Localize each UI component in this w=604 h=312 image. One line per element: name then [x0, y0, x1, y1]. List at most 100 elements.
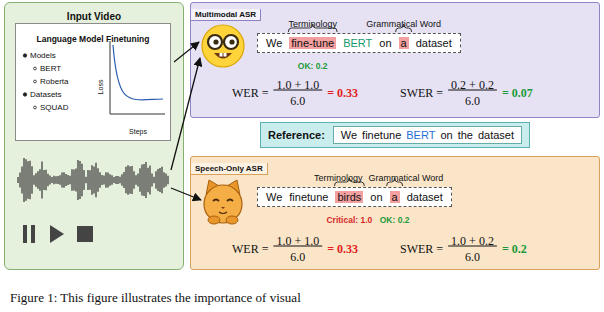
waveform-bar — [115, 176, 116, 184]
waveform-bar — [25, 159, 26, 201]
waveform-bar — [27, 161, 28, 198]
emoji-ear — [227, 180, 240, 195]
pause-icon — [31, 225, 35, 243]
sentence-word: on — [379, 37, 391, 49]
waveform-bar — [57, 176, 58, 184]
formula-part: = 0.33 — [327, 86, 358, 100]
bullet-dot — [34, 80, 37, 83]
fraction-bar — [448, 246, 497, 247]
waveform-bar — [145, 162, 146, 198]
waveform-bar — [79, 161, 80, 199]
sentence-box: Wefine-tuneBERTonadataset — [257, 33, 461, 53]
formula-part: 1.0 + 1.0 — [276, 78, 319, 92]
brace — [334, 178, 364, 186]
sentence-word: dataset — [478, 129, 514, 141]
text-slot: Models — [30, 44, 56, 62]
emoji-eye — [213, 39, 218, 44]
waveform-bar — [151, 173, 152, 186]
input-panel: Input VideoLanguage Model FinetuningMode… — [4, 2, 184, 270]
waveform-bar — [121, 174, 122, 186]
waveform-bar — [73, 169, 74, 190]
brace — [396, 24, 412, 32]
waveform-bar — [127, 165, 128, 195]
waveform-bar — [149, 165, 150, 194]
waveform-bar — [19, 173, 20, 188]
sentence-word: a — [390, 191, 400, 203]
label-slot: 6.0 — [465, 91, 480, 109]
waveform-bar — [91, 165, 92, 195]
waveform-bar — [157, 169, 158, 191]
emoji-glasses — [222, 41, 224, 43]
waveform-bar — [77, 160, 78, 200]
emoji-face — [204, 185, 242, 223]
label-slot: 6.0 — [290, 91, 305, 109]
waveform-bar — [75, 168, 76, 191]
waveform-bar — [141, 164, 142, 195]
label-slot: Grammatical Word — [368, 167, 443, 185]
sentence-word: We — [266, 37, 282, 49]
label-slot: 6.0 — [465, 247, 480, 265]
waveform-bar — [111, 175, 112, 184]
formula-part: 6.0 — [465, 94, 480, 108]
bullet-item: Models — [30, 51, 56, 60]
emoji-paw — [226, 216, 238, 224]
waveform-bar — [159, 168, 160, 192]
waveform-bar — [67, 175, 68, 185]
sentence-word: We — [266, 191, 282, 203]
formula-part: = 0.2 — [502, 242, 527, 256]
waveform-bar — [153, 177, 154, 184]
waveform-bar — [103, 176, 104, 185]
plot-axis — [110, 41, 111, 114]
annotation-label: Terminology — [314, 173, 363, 183]
panel-title: Multimodal ASR — [191, 9, 261, 21]
label-slot: SWER = — [400, 239, 443, 257]
waveform-bar — [53, 176, 54, 184]
emoji-face — [202, 25, 244, 67]
formula-part: WER = — [232, 86, 268, 100]
text-slot: Steps — [138, 123, 156, 141]
slide-title: Language Model Finetuning — [37, 34, 150, 44]
sentence-word: on — [440, 129, 452, 141]
label-slot: 1.0 + 1.0 — [276, 75, 319, 93]
formula-part: 6.0 — [465, 250, 480, 264]
formula-part: 1.0 + 0.2 — [451, 234, 494, 248]
text-slot: Input Video — [5, 6, 183, 24]
waveform-bar — [125, 167, 126, 194]
loss-curve — [113, 45, 163, 100]
waveform-bar — [63, 172, 64, 188]
emoji-eye — [227, 200, 233, 202]
emoji-tooth — [220, 53, 223, 57]
emoji-nose — [221, 207, 225, 209]
formula-part: = 0.07 — [502, 86, 533, 100]
pause-icon — [23, 225, 27, 243]
slide-box: Language Model FinetuningModelsBERTRober… — [15, 23, 171, 141]
score-label: Critical: 1.0 — [326, 215, 372, 225]
waveform-bar — [95, 163, 96, 198]
fraction-bar — [448, 90, 497, 91]
waveform-bar — [89, 170, 90, 190]
text-slot: Speech-Only ASR — [191, 157, 268, 175]
panel-title: Speech-Only ASR — [191, 163, 268, 175]
emoji-eye — [229, 39, 234, 44]
label-slot: OK: 0.2 — [380, 209, 410, 227]
axis-label: Loss — [97, 80, 104, 95]
label-slot: WER = — [232, 83, 268, 101]
score-label: OK: 0.2 — [380, 215, 410, 225]
reference-sentence: WefinetuneBERTonthedataset — [333, 126, 522, 144]
label-slot: Critical: 1.0 — [326, 209, 372, 227]
annotation-label: Terminology — [288, 19, 337, 29]
bullet-item: Roberta — [40, 77, 68, 86]
bullet-dot — [34, 67, 37, 70]
nerd-emoji — [202, 25, 244, 67]
waveform-bar — [71, 169, 72, 190]
text-slot: Language Model Finetuning — [16, 28, 170, 46]
brace — [288, 24, 337, 32]
label-slot: 0.2 + 0.2 — [451, 75, 494, 93]
sentence-word: birds — [335, 191, 363, 203]
sentence-word: on — [370, 191, 382, 203]
waveform-bar — [55, 176, 56, 183]
waveform-bar — [39, 169, 40, 191]
sentence-word: the — [458, 129, 473, 141]
emoji-eye — [213, 200, 219, 202]
waveform-bar — [123, 172, 124, 188]
